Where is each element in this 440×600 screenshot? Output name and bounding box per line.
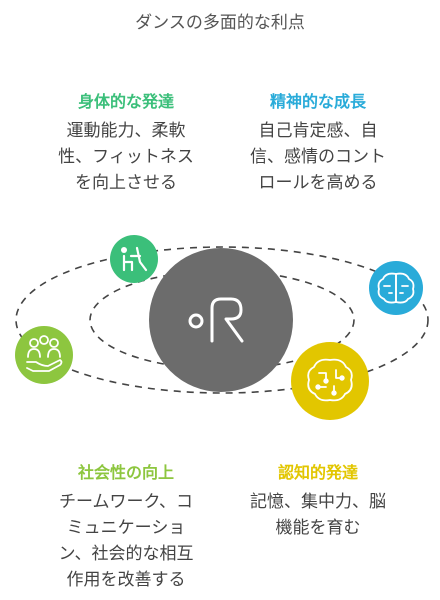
social-line-2: ミュニケーショ <box>66 518 186 538</box>
physical-heading: 身体的な発達 <box>77 92 174 111</box>
social-line-4: 作用を改善する <box>66 570 186 590</box>
social-description: チームワーク、コ ミュニケーショ ン、社会的な相互 作用を改善する <box>36 489 216 593</box>
mental-line-2: 信、感情のコント <box>250 147 386 167</box>
physical-description: 運動能力、柔軟 性、フィットネス を向上させる <box>36 118 216 196</box>
circuit-brain-icon <box>307 358 353 402</box>
outer-orbit <box>15 246 429 394</box>
physical-line-2: 性、フィットネス <box>58 147 194 167</box>
cognitive-line-2: 機能を育む <box>275 518 361 538</box>
physical-node <box>110 235 158 283</box>
dancer-bending-icon <box>188 297 244 343</box>
mental-description: 自己肯定感、自 信、感情のコント ロールを高める <box>228 118 408 196</box>
cognitive-description: 記憶、集中力、脳 機能を育む <box>228 489 408 541</box>
social-line-3: ン、社会的な相互 <box>58 544 194 564</box>
mental-node <box>369 261 423 315</box>
social-node <box>15 326 73 384</box>
stretching-person-icon <box>121 246 148 272</box>
diagram-title: ダンスの多面的な利点 <box>135 13 305 33</box>
center-node <box>149 248 293 392</box>
brain-icon <box>377 272 415 304</box>
physical-line-1: 運動能力、柔軟 <box>66 121 186 141</box>
social-line-1: チームワーク、コ <box>59 492 193 512</box>
community-hand-icon <box>26 335 63 372</box>
social-heading: 社会性の向上 <box>77 463 174 482</box>
mental-line-1: 自己肯定感、自 <box>258 121 378 141</box>
cognitive-node <box>291 342 369 420</box>
mental-line-3: ロールを高める <box>258 173 378 193</box>
cognitive-heading: 認知的発達 <box>277 463 358 482</box>
physical-line-3: を向上させる <box>75 173 177 193</box>
cognitive-line-1: 記憶、集中力、脳 <box>250 492 386 512</box>
mental-heading: 精神的な成長 <box>269 92 366 111</box>
